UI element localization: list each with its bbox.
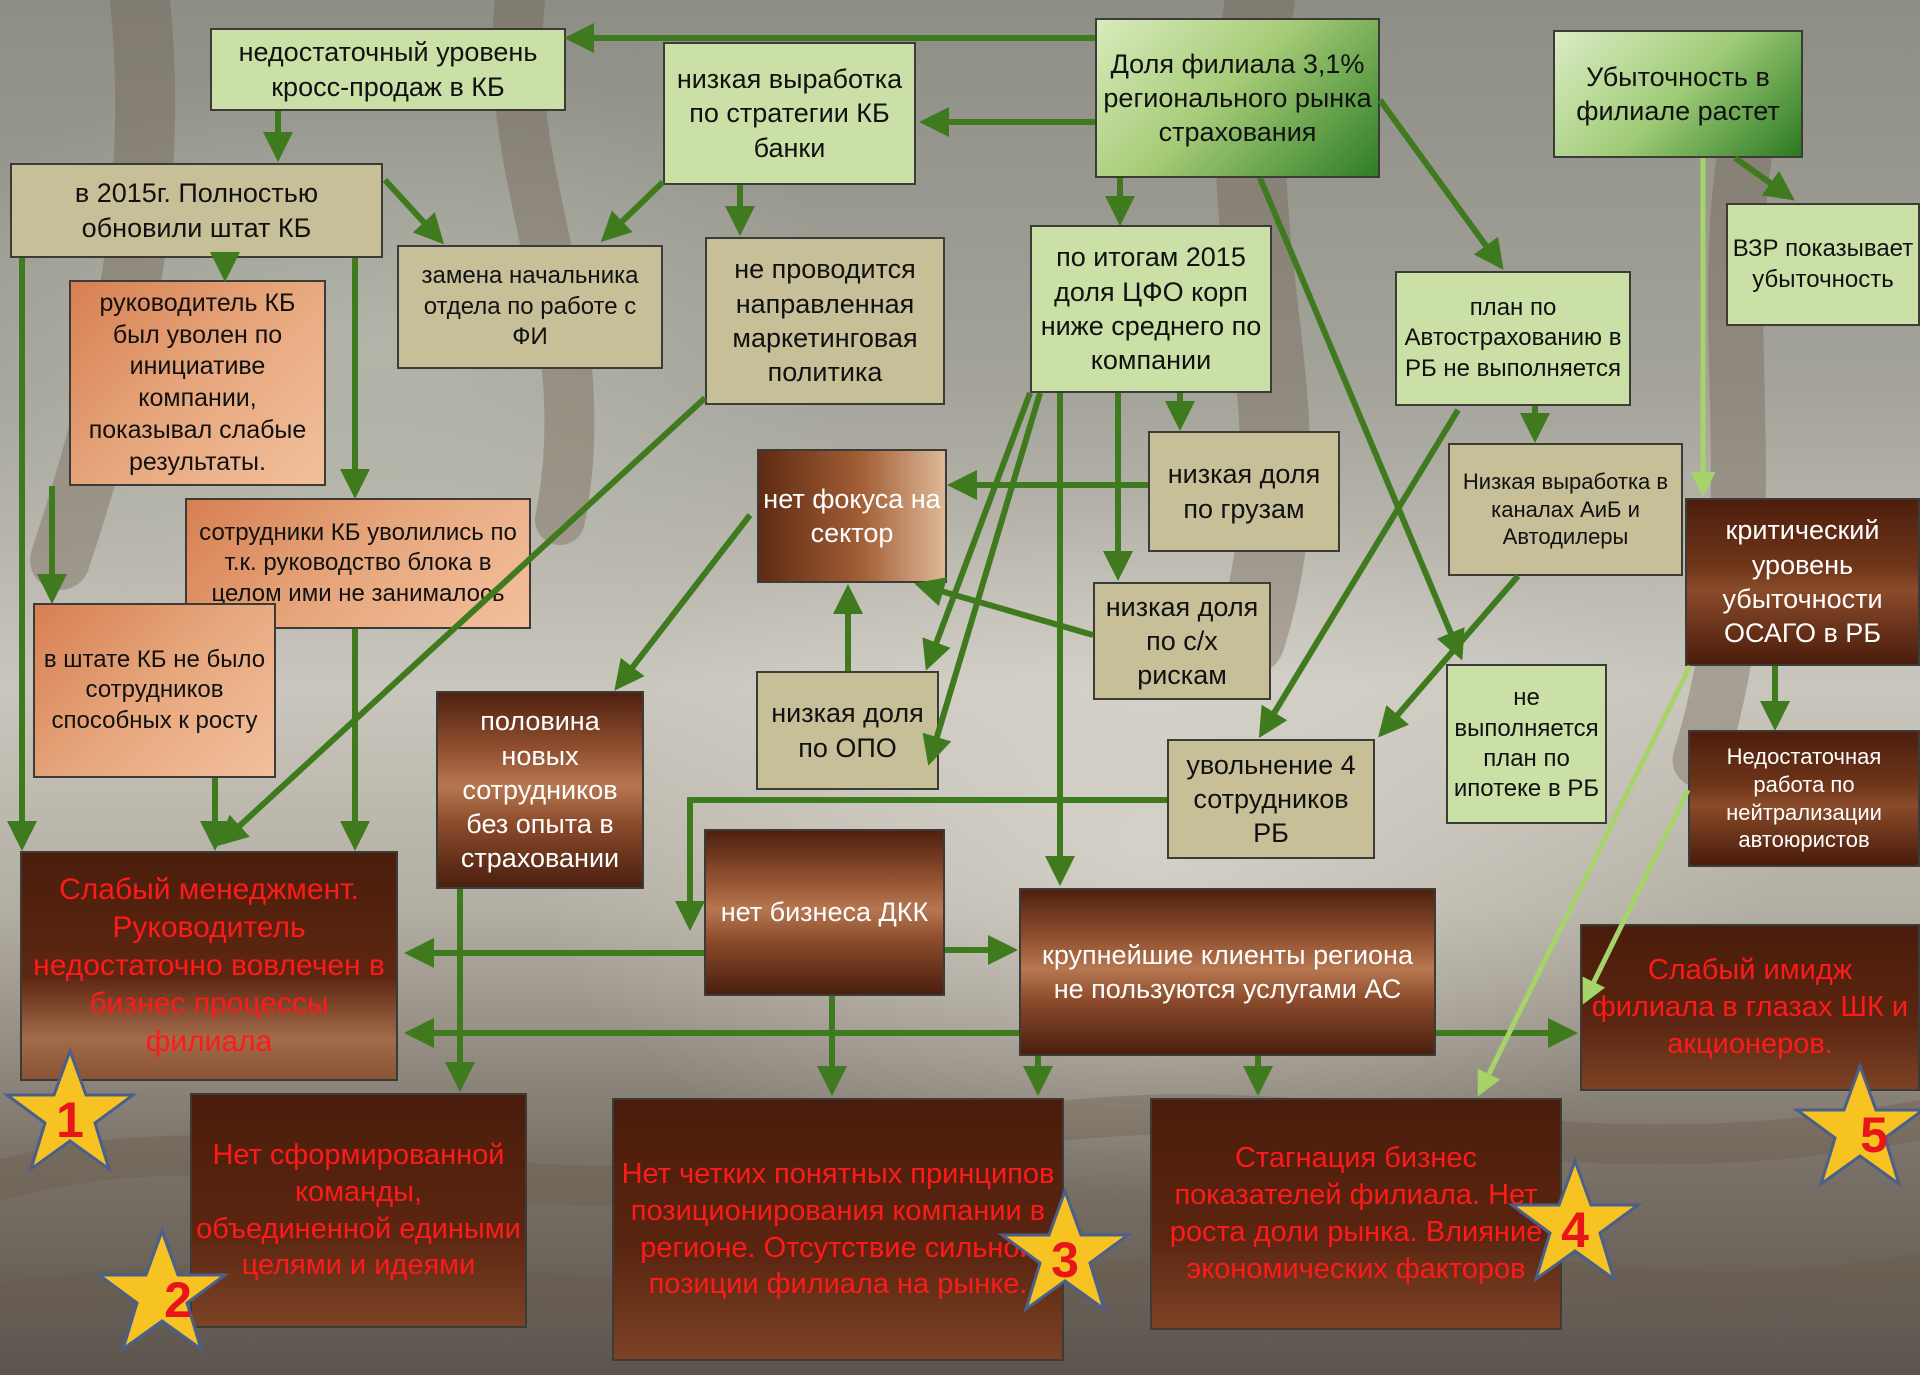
box-kb-head-fired: руководитель КБ был уволен по инициативе…	[69, 280, 326, 486]
box-big-clients: крупнейшие клиенты региона не пользуются…	[1019, 888, 1436, 1056]
box-low-output-kb: низкая выработка по стратегии КБ банки	[663, 42, 916, 185]
box-no-dkk: нет бизнеса ДКК	[704, 829, 945, 996]
star-1-icon: 1	[2, 1046, 138, 1173]
star-1-label: 1	[56, 1092, 84, 1148]
star-4-label: 4	[1561, 1202, 1589, 1258]
box-cfo-share: по итогам 2015 доля ЦФО корп ниже средне…	[1030, 225, 1272, 393]
box-losses-grow: Убыточность в филиале растет	[1553, 30, 1803, 158]
box-critical-osago: критический уровень убыточности ОСАГО в …	[1685, 498, 1920, 666]
box-auto-plan: план по Автострахованию в РБ не выполняе…	[1395, 271, 1631, 406]
box-head-replaced: замена начальника отдела по работе с ФИ	[397, 245, 663, 369]
box-no-focus: нет фокуса на сектор	[757, 449, 947, 583]
box-autolawyers: Недостаточная работа по нейтрализации ав…	[1688, 730, 1920, 867]
box-low-aib: Низкая выработка в каналах АиБ и Автодил…	[1448, 443, 1683, 576]
star-5-icon: 5	[1792, 1061, 1920, 1188]
result-weak-management: Слабый менеджмент. Руководитель недостат…	[20, 851, 398, 1081]
box-staff-renewed: в 2015г. Полностью обновили штат КБ	[10, 163, 383, 258]
result-stagnation: Стагнация бизнес показателей филиала. Не…	[1150, 1098, 1562, 1330]
star-3-label: 3	[1051, 1232, 1079, 1288]
box-low-cargo: низкая доля по грузам	[1148, 431, 1340, 552]
box-low-agri: низкая доля по с/х рискам	[1093, 582, 1271, 700]
star-5-label: 5	[1860, 1107, 1888, 1163]
box-vzr: ВЗР показывает убыточность	[1726, 203, 1920, 326]
box-fired-4: увольнение 4 сотрудников РБ	[1167, 739, 1375, 859]
box-cross-sales: недостаточный уровень кросс-продаж в КБ	[210, 28, 566, 111]
star-2-icon: 2	[94, 1226, 230, 1353]
star-2-label: 2	[164, 1272, 192, 1328]
box-branch-share: Доля филиала 3,1% регионального рынка ст…	[1095, 18, 1380, 178]
box-mortgage-plan: не выполняется план по ипотеке в РБ	[1446, 664, 1607, 824]
result-no-team: Нет сформированной команды, объединенной…	[190, 1093, 527, 1328]
star-3-icon: 3	[997, 1186, 1133, 1313]
result-no-positioning: Нет четких понятных принципов позиционир…	[612, 1098, 1064, 1361]
box-no-capable: в штате КБ не было сотрудников способных…	[33, 603, 276, 778]
box-low-opo: низкая доля по ОПО	[756, 671, 939, 790]
box-half-new: половина новых сотрудников без опыта в с…	[436, 691, 644, 889]
star-4-icon: 4	[1507, 1156, 1643, 1283]
box-no-marketing: не проводится направленная маркетинговая…	[705, 237, 945, 405]
